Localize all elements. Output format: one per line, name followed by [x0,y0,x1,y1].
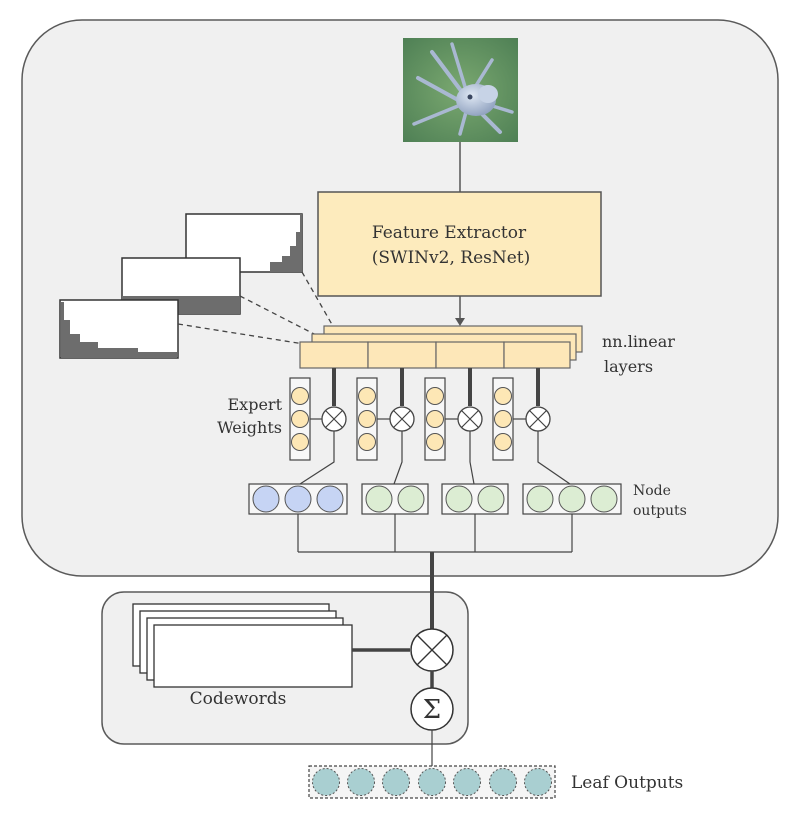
node-outputs [248,483,622,515]
node-outputs-label-1: Node [633,483,671,499]
expert-column [492,377,514,461]
expert-column [356,377,378,461]
multiply-node [321,406,347,432]
multiply-node [457,406,483,432]
node-group-blue [248,483,348,515]
linear-layers-label-2: layers [604,357,653,376]
leaf-node [418,768,446,796]
histogram-shape [270,214,302,272]
linear-layers-label-1: nn.linear [602,332,675,351]
codewords-stack [132,603,353,688]
expert-column [424,377,446,461]
codewords-label: Codewords [190,689,287,709]
leaf-node [347,768,375,796]
leaf-node [312,768,340,796]
input-image [403,38,518,142]
expert-column [289,377,311,461]
linear-to-multiplier-lines [332,368,540,406]
leaf-node [453,768,481,796]
leaf-node [382,768,410,796]
multiplier-to-node-lines [299,431,571,485]
feature-extractor-box [317,191,602,297]
multiply-node [389,406,415,432]
multiplier-nodes [321,406,551,432]
expert-weights-label-2: Weights [217,418,282,437]
node-group-green [441,483,509,515]
sum-icon: Σ [423,695,441,725]
node-group-green [361,483,429,515]
feature-extractor-title: Feature Extractor [372,223,527,243]
arrow-head [455,318,465,326]
thumbnail-card [59,299,179,359]
node-outputs-label-2: outputs [633,503,687,519]
merge-bracket [297,514,573,553]
thumbnail-cards [59,213,303,359]
expert-weights [289,377,514,461]
node-group-green [522,483,622,515]
multiply-node [525,406,551,432]
linear-layer-stack [299,325,583,369]
leaf-node [524,768,552,796]
expert-weights-label-1: Expert [228,395,283,414]
model-panel [21,19,779,577]
feature-extractor-subtitle: (SWINv2, ResNet) [372,248,531,268]
thumbnail-connectors [177,271,335,345]
codeword-multiply-node [410,628,454,672]
leaf-outputs [308,765,556,799]
leaf-node [489,768,517,796]
histogram-shape [61,302,177,358]
leaf-outputs-label: Leaf Outputs [571,773,683,793]
